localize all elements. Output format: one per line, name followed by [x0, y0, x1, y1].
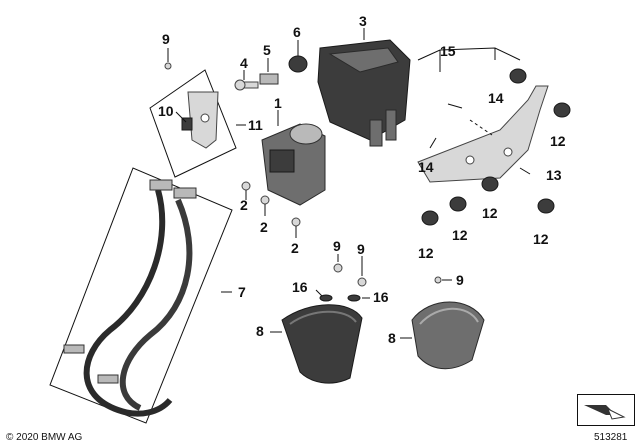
callout-12: 12 [418, 245, 434, 261]
callout-16: 16 [292, 279, 308, 295]
callout-8: 8 [256, 323, 264, 339]
callout-9: 9 [456, 272, 464, 288]
callout-10: 10 [158, 103, 174, 119]
callout-12: 12 [452, 227, 468, 243]
arrow-forward-icon [584, 405, 626, 420]
callout-7: 7 [238, 284, 246, 300]
callout-9: 9 [162, 31, 170, 47]
studs-washers [315, 254, 452, 302]
callout-14: 14 [418, 159, 434, 175]
callout-1: 1 [274, 95, 282, 111]
navigation-button[interactable] [577, 394, 635, 426]
callout-16: 16 [373, 289, 389, 305]
callout-12: 12 [533, 231, 549, 247]
covers-part8 [270, 301, 485, 384]
callout-2: 2 [291, 240, 299, 256]
actuator-housing [317, 28, 411, 147]
callout-11: 11 [248, 117, 263, 133]
callout-15: 15 [440, 43, 456, 59]
fasteners-top [234, 40, 308, 91]
callout-2: 2 [260, 219, 268, 235]
callout-4: 4 [240, 55, 248, 71]
cable-harness [49, 167, 233, 424]
callout-2: 2 [240, 197, 248, 213]
screws-part2 [241, 181, 301, 238]
callout-12: 12 [550, 133, 566, 149]
callout-6: 6 [293, 24, 301, 40]
grommets-part12 [421, 68, 571, 226]
callout-8: 8 [388, 330, 396, 346]
callout-14: 14 [488, 90, 504, 106]
copyright-text: © 2020 BMW AG [6, 432, 83, 443]
callout-13: 13 [546, 167, 562, 183]
gear-motor [261, 110, 326, 206]
callout-5: 5 [263, 42, 271, 58]
image-number: 513281 [594, 432, 628, 443]
callout-9: 9 [357, 241, 365, 257]
bracket-group [149, 48, 246, 178]
callout-9: 9 [333, 238, 341, 254]
mounting-bracket [417, 47, 549, 183]
callout-3: 3 [359, 13, 367, 29]
callout-12: 12 [482, 205, 498, 221]
